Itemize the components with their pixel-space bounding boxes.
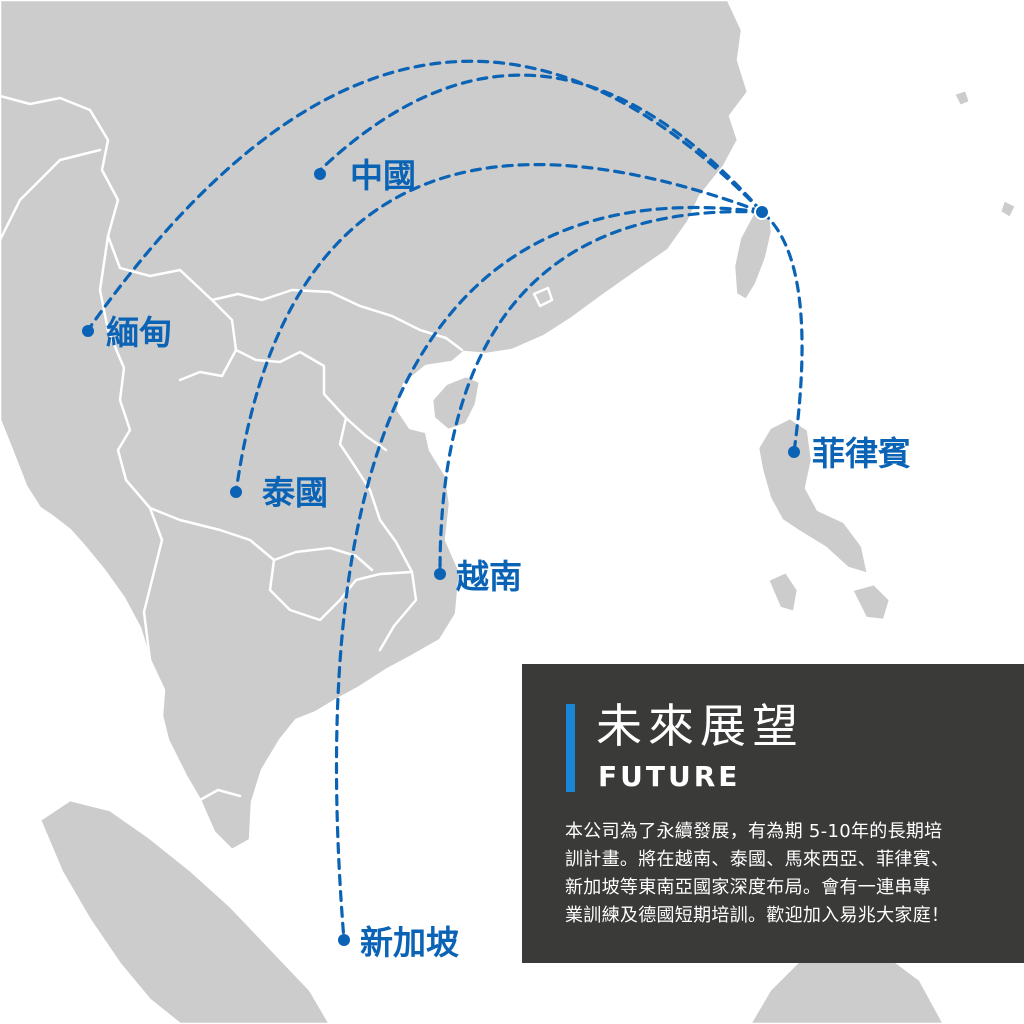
route-thailand [234, 162, 764, 494]
body-line: 訓計畫。將在越南、泰國、馬來西亞、菲律賓、 [565, 849, 950, 870]
route-vietnam [438, 210, 764, 574]
country-border [198, 788, 242, 802]
label-philippines: 菲律賓 [812, 434, 911, 473]
pin-vietnam [434, 568, 446, 580]
pin-singapore [338, 934, 350, 946]
country-border [0, 148, 102, 242]
label-vietnam: 越南 [456, 557, 522, 596]
route-philippines [760, 210, 804, 454]
label-thailand: 泰國 [262, 473, 328, 512]
sumatra-island [38, 798, 332, 1024]
country-border [338, 416, 414, 574]
country-border [0, 94, 464, 352]
route-myanmar [86, 59, 764, 332]
route-singapore [334, 206, 764, 942]
panel-title: 未來展望 [596, 699, 804, 753]
label-singapore: 新加坡 [360, 923, 459, 962]
small-island [998, 198, 1018, 220]
country-border [148, 506, 418, 652]
route-china [316, 73, 764, 214]
pin-philippines [788, 446, 800, 458]
label-china: 中國 [350, 156, 416, 195]
luzon-island [756, 416, 870, 576]
panel-subtitle: FUTURE [598, 760, 741, 793]
country-border [210, 298, 388, 452]
mainland-asia-landmass [0, 0, 750, 852]
panel-body-text: 本公司為了永續發展，有為期 5-10年的長期培 訓計畫。將在越南、泰國、馬來西亞… [565, 818, 995, 930]
pin-thailand [230, 486, 242, 498]
small-island [952, 88, 972, 108]
future-outlook-panel: 未來展望 FUTURE 本公司為了永續發展，有為期 5-10年的長期培 訓計畫。… [522, 664, 1024, 963]
body-line: 本公司為了永續發展，有為期 5-10年的長期培 [565, 821, 943, 842]
body-line: 新加坡等東南亞國家深度布局。會有一連串專 [565, 877, 931, 898]
country-border [178, 348, 238, 382]
mindoro-island [766, 570, 800, 614]
body-line: 業訓練及德國短期培訓。歡迎加入易兆大家庭！ [565, 905, 950, 926]
small-island [532, 286, 554, 308]
pin-taiwan-hub [754, 204, 770, 220]
visayas-islands [850, 582, 892, 622]
taiwan-island [732, 206, 774, 302]
label-myanmar: 緬甸 [106, 313, 172, 352]
pin-china [314, 168, 326, 180]
pin-myanmar [82, 325, 94, 337]
country-border [98, 234, 164, 662]
country-border [272, 546, 374, 572]
accent-bar [566, 704, 575, 792]
